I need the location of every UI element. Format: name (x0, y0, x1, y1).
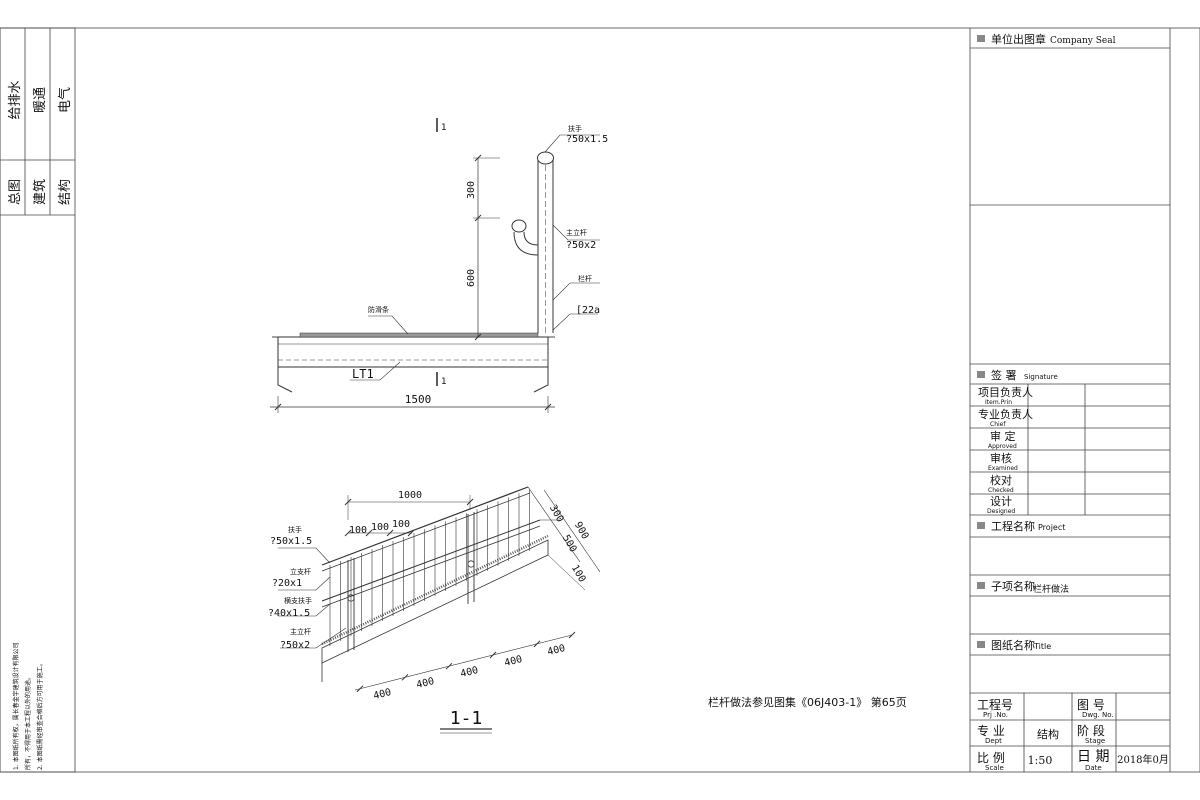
main-post-size: ?50x2 (280, 640, 310, 651)
discipline-label: 总图 (8, 179, 23, 205)
dimension-bottom: 400 (372, 687, 392, 702)
note-line: 所有，不得用于本工程以外的用途。 (24, 674, 32, 770)
dimension-lower: 600 (466, 269, 477, 287)
note-line: 1. 本图纸所有权，属长春金宇建筑设计有限公司 (12, 642, 20, 770)
dimension-bottom: 400 (459, 665, 479, 680)
role-label: 设计 (990, 495, 1012, 508)
role-label-en: Chief (990, 421, 1006, 428)
handrail-size: ?50x1.5 (270, 536, 312, 547)
stage-label: 阶 段 (1077, 723, 1105, 738)
scale-label-en: Scale (985, 764, 1004, 772)
project-no-label-en: Prj .No. (983, 711, 1008, 719)
handrail-label: 扶手 (288, 525, 302, 534)
tread-label: 防滑条 (368, 305, 389, 314)
handrail-label: 扶手 (568, 124, 582, 133)
discipline-label: 建筑 (32, 179, 48, 205)
post-label: 立支杆 (290, 567, 311, 576)
drawing-no-label: 图 号 (1077, 698, 1105, 712)
role-label: 审 定 (990, 429, 1016, 443)
beam-label: LT1 (352, 367, 374, 381)
stair-section (278, 486, 601, 734)
dimension-bottom: 400 (546, 643, 566, 658)
mid-rail-size: ?40x1.5 (268, 608, 310, 619)
discipline-label-en: Dept (985, 737, 1002, 745)
dimension-tick (445, 662, 453, 670)
date-label-en: Date (1085, 764, 1102, 772)
dimension-spacing: 100 (349, 525, 367, 536)
date-value: 2018年0月 (1117, 753, 1169, 766)
section-mark: 1 (441, 377, 447, 387)
discipline-label: 暖通 (33, 87, 48, 113)
role-label-en: Item.Prin (985, 399, 1012, 406)
dimension-tick (533, 640, 541, 648)
title-block-text: 单位出图章 Company Seal 签 署 Signature 项目负责人 I… (977, 32, 1169, 772)
reference-note: 栏杆做法参见图集《06J403-1》 第65页 (708, 695, 907, 709)
drawing-heading-en: Title (1033, 642, 1051, 651)
note-line: 2. 本图纸需经审查合格后方可用于施工。 (36, 660, 44, 770)
dimension-right: 100 (569, 563, 588, 584)
dimension-right: 300 (547, 503, 566, 524)
role-label: 审核 (990, 451, 1012, 465)
dimension-tick (356, 685, 364, 693)
dimension-tick (489, 651, 497, 659)
role-label-en: Designed (987, 508, 1015, 515)
subitem-heading: 子项名称 (991, 579, 1035, 593)
project-heading: 工程名称 (991, 519, 1035, 533)
dimension-bottom: 400 (415, 676, 435, 691)
role-label: 校对 (990, 473, 1012, 487)
subitem-value: 栏杆做法 (1033, 583, 1069, 595)
project-heading-en: Project (1038, 523, 1065, 532)
dimension-bottom: 400 (503, 654, 523, 669)
scale-value: 1:50 (1028, 754, 1053, 767)
scale-label: 比 例 (977, 751, 1005, 765)
section-title: 1-1 (450, 708, 483, 729)
dimension-spacing: 100 (371, 522, 389, 533)
drawing-no-label-en: Dwg. No. (1082, 711, 1114, 719)
stage-label-en: Stage (1085, 737, 1105, 745)
dimension-total: 900 (572, 520, 591, 541)
project-no-label: 工程号 (977, 697, 1013, 712)
section-mark: 1 (441, 123, 447, 133)
signature-heading-en: Signature (1024, 373, 1058, 381)
discipline-strip: 给排水 暖通 电气 总图 建筑 结构 1. 本图纸所有权，属长春金宇建筑设计有限… (0, 27, 76, 773)
elevation-labels: 扶手 ?50x1.5 主立杆 ?50x2 栏杆 [22a 防滑条 LT1 1 1… (352, 123, 608, 406)
main-post-label: 主立杆 (290, 627, 311, 636)
main-post-label: 主立杆 (566, 228, 587, 237)
dimension-upper: 300 (466, 181, 477, 199)
role-label-en: Examined (988, 465, 1018, 472)
date-label: 日 期 (1077, 749, 1109, 765)
stair-elevation (270, 118, 600, 413)
title-block (970, 47, 1170, 772)
role-label-en: Checked (988, 487, 1014, 494)
discipline-label: 电气 (57, 87, 73, 113)
dimension-top: 1000 (398, 490, 422, 501)
role-label: 专业负责人 (978, 407, 1033, 421)
dimension-tick (568, 631, 576, 639)
discipline-value: 结构 (1037, 727, 1059, 741)
baluster-label: 栏杆 (578, 274, 592, 283)
role-label: 项目负责人 (978, 385, 1033, 399)
handrail-size: ?50x1.5 (566, 134, 608, 145)
discipline-label: 结构 (58, 179, 73, 205)
drawing-heading: 图纸名称 (991, 638, 1035, 652)
dimension-spacing: 100 (392, 519, 410, 530)
seal-heading-en: Company Seal (1050, 36, 1116, 46)
dimension-tick (401, 673, 409, 681)
dimension-width: 1500 (405, 393, 432, 406)
channel-label: [22a (576, 305, 600, 316)
seal-heading: 单位出图章 (991, 32, 1046, 46)
role-label-en: Approved (988, 443, 1017, 450)
signature-heading: 签 署 (991, 368, 1017, 382)
section-labels: 扶手 ?50x1.5 立支杆 ?20x1 横支扶手 ?40x1.5 主立杆 ?5… (268, 490, 590, 729)
mid-rail-label: 横支扶手 (284, 596, 312, 605)
discipline-label: 专 业 (977, 723, 1005, 738)
discipline-label: 给排水 (8, 80, 23, 119)
main-post-size: ?50x2 (566, 240, 596, 251)
post-size: ?20x1 (272, 578, 302, 589)
